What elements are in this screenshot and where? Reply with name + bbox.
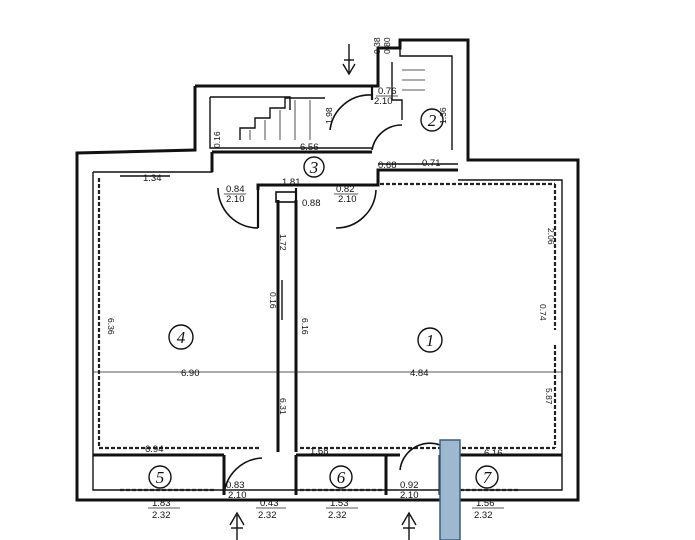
partition-gap: 0.88 xyxy=(302,198,321,209)
room4-bottom-wall: 6.94 xyxy=(145,444,164,455)
room-1-frame xyxy=(296,182,562,457)
room-5-label: 5 xyxy=(148,465,172,489)
room4-right-upper: 1.72 xyxy=(278,234,288,251)
window-4-height: 2.32 xyxy=(474,510,493,521)
door1-width: 0.82 xyxy=(336,184,355,195)
svg-text:3: 3 xyxy=(309,158,319,177)
stair-dim-3: 0.16 xyxy=(212,131,222,148)
window-labels: 1.83 2.32 0.43 2.32 1.53 2.32 1.56 2.32 xyxy=(148,498,504,521)
room-7-label: 7 xyxy=(475,465,499,489)
door6-height: 2.10 xyxy=(400,490,419,501)
svg-text:6: 6 xyxy=(337,468,346,487)
entry-arrow-bottom-left xyxy=(229,511,245,540)
window-2-width: 0.43 xyxy=(260,498,279,509)
entry-door-width: 0.76 xyxy=(378,86,397,97)
door5-height: 2.10 xyxy=(228,490,247,501)
stair-dim-2: 0.80 xyxy=(382,37,392,54)
room-4-frame xyxy=(93,175,260,457)
room6-top-wall: 1.68 xyxy=(310,446,329,457)
small-dim: 0.68 xyxy=(378,160,397,171)
room7-top-wall: 6.16 xyxy=(484,448,503,459)
room2-width: 0.71 xyxy=(422,158,441,169)
central-partition xyxy=(275,191,298,452)
room2-height: 1.36 xyxy=(438,107,448,124)
room1-right-lower: 5.87 xyxy=(544,388,554,405)
window-3-height: 2.32 xyxy=(328,510,347,521)
room4-width: 6.90 xyxy=(181,368,200,379)
highlighted-column xyxy=(439,439,461,540)
door4-width: 0.84 xyxy=(226,184,245,195)
door5-width: 0.83 xyxy=(226,480,245,491)
entry-arrows xyxy=(229,44,417,540)
svg-text:5: 5 xyxy=(156,468,165,487)
room1-width: 4.84 xyxy=(410,368,429,379)
room4-right-mid: 0.16 xyxy=(268,292,278,309)
door4-height: 2.10 xyxy=(226,194,245,205)
room4-left-wall: 6.36 xyxy=(106,318,116,335)
corridor-walls xyxy=(210,150,458,190)
room-1-label: 1 xyxy=(417,327,443,353)
corridor-length: 6.56 xyxy=(300,142,319,153)
window-2-height: 2.32 xyxy=(258,510,277,521)
svg-text:4: 4 xyxy=(177,328,186,347)
room4-right-lower: 6.31 xyxy=(278,398,288,415)
room1-right-mid: 0.74 xyxy=(538,304,548,321)
stair-side: 1.98 xyxy=(324,107,334,124)
doors xyxy=(217,86,441,496)
entry-arrow-bottom-right xyxy=(401,511,417,540)
room-2-label: 2 xyxy=(420,108,444,132)
room-3-label: 3 xyxy=(303,156,325,178)
svg-text:2: 2 xyxy=(428,111,437,130)
room-labels: 1 2 3 4 5 6 7 xyxy=(148,108,499,489)
partition-top: 1.81 xyxy=(282,177,301,188)
svg-text:7: 7 xyxy=(483,468,493,487)
door6-width: 0.92 xyxy=(400,480,419,491)
stair-dim-1: 0.38 xyxy=(372,37,382,54)
staircase xyxy=(239,62,425,140)
entry-door-height: 2.10 xyxy=(374,96,393,107)
room4-top-wall: 1.34 xyxy=(143,173,162,184)
room-4-label: 4 xyxy=(168,324,194,350)
window-1-height: 2.32 xyxy=(152,510,171,521)
room-6-label: 6 xyxy=(329,465,353,489)
entry-arrow-top xyxy=(342,44,356,76)
window-1-width: 1.83 xyxy=(152,498,171,509)
svg-text:1: 1 xyxy=(426,331,435,350)
door1-height: 2.10 xyxy=(338,194,357,205)
room1-left-wall: 6.16 xyxy=(300,318,310,335)
window-3-width: 1.53 xyxy=(330,498,349,509)
room1-right-upper: 2.06 xyxy=(546,228,556,245)
dimension-labels: 0.76 2.10 6.56 0.84 2.10 1.81 0.82 2.10 … xyxy=(106,37,556,501)
window-4-width: 1.56 xyxy=(476,498,495,509)
outer-walls xyxy=(75,38,580,502)
